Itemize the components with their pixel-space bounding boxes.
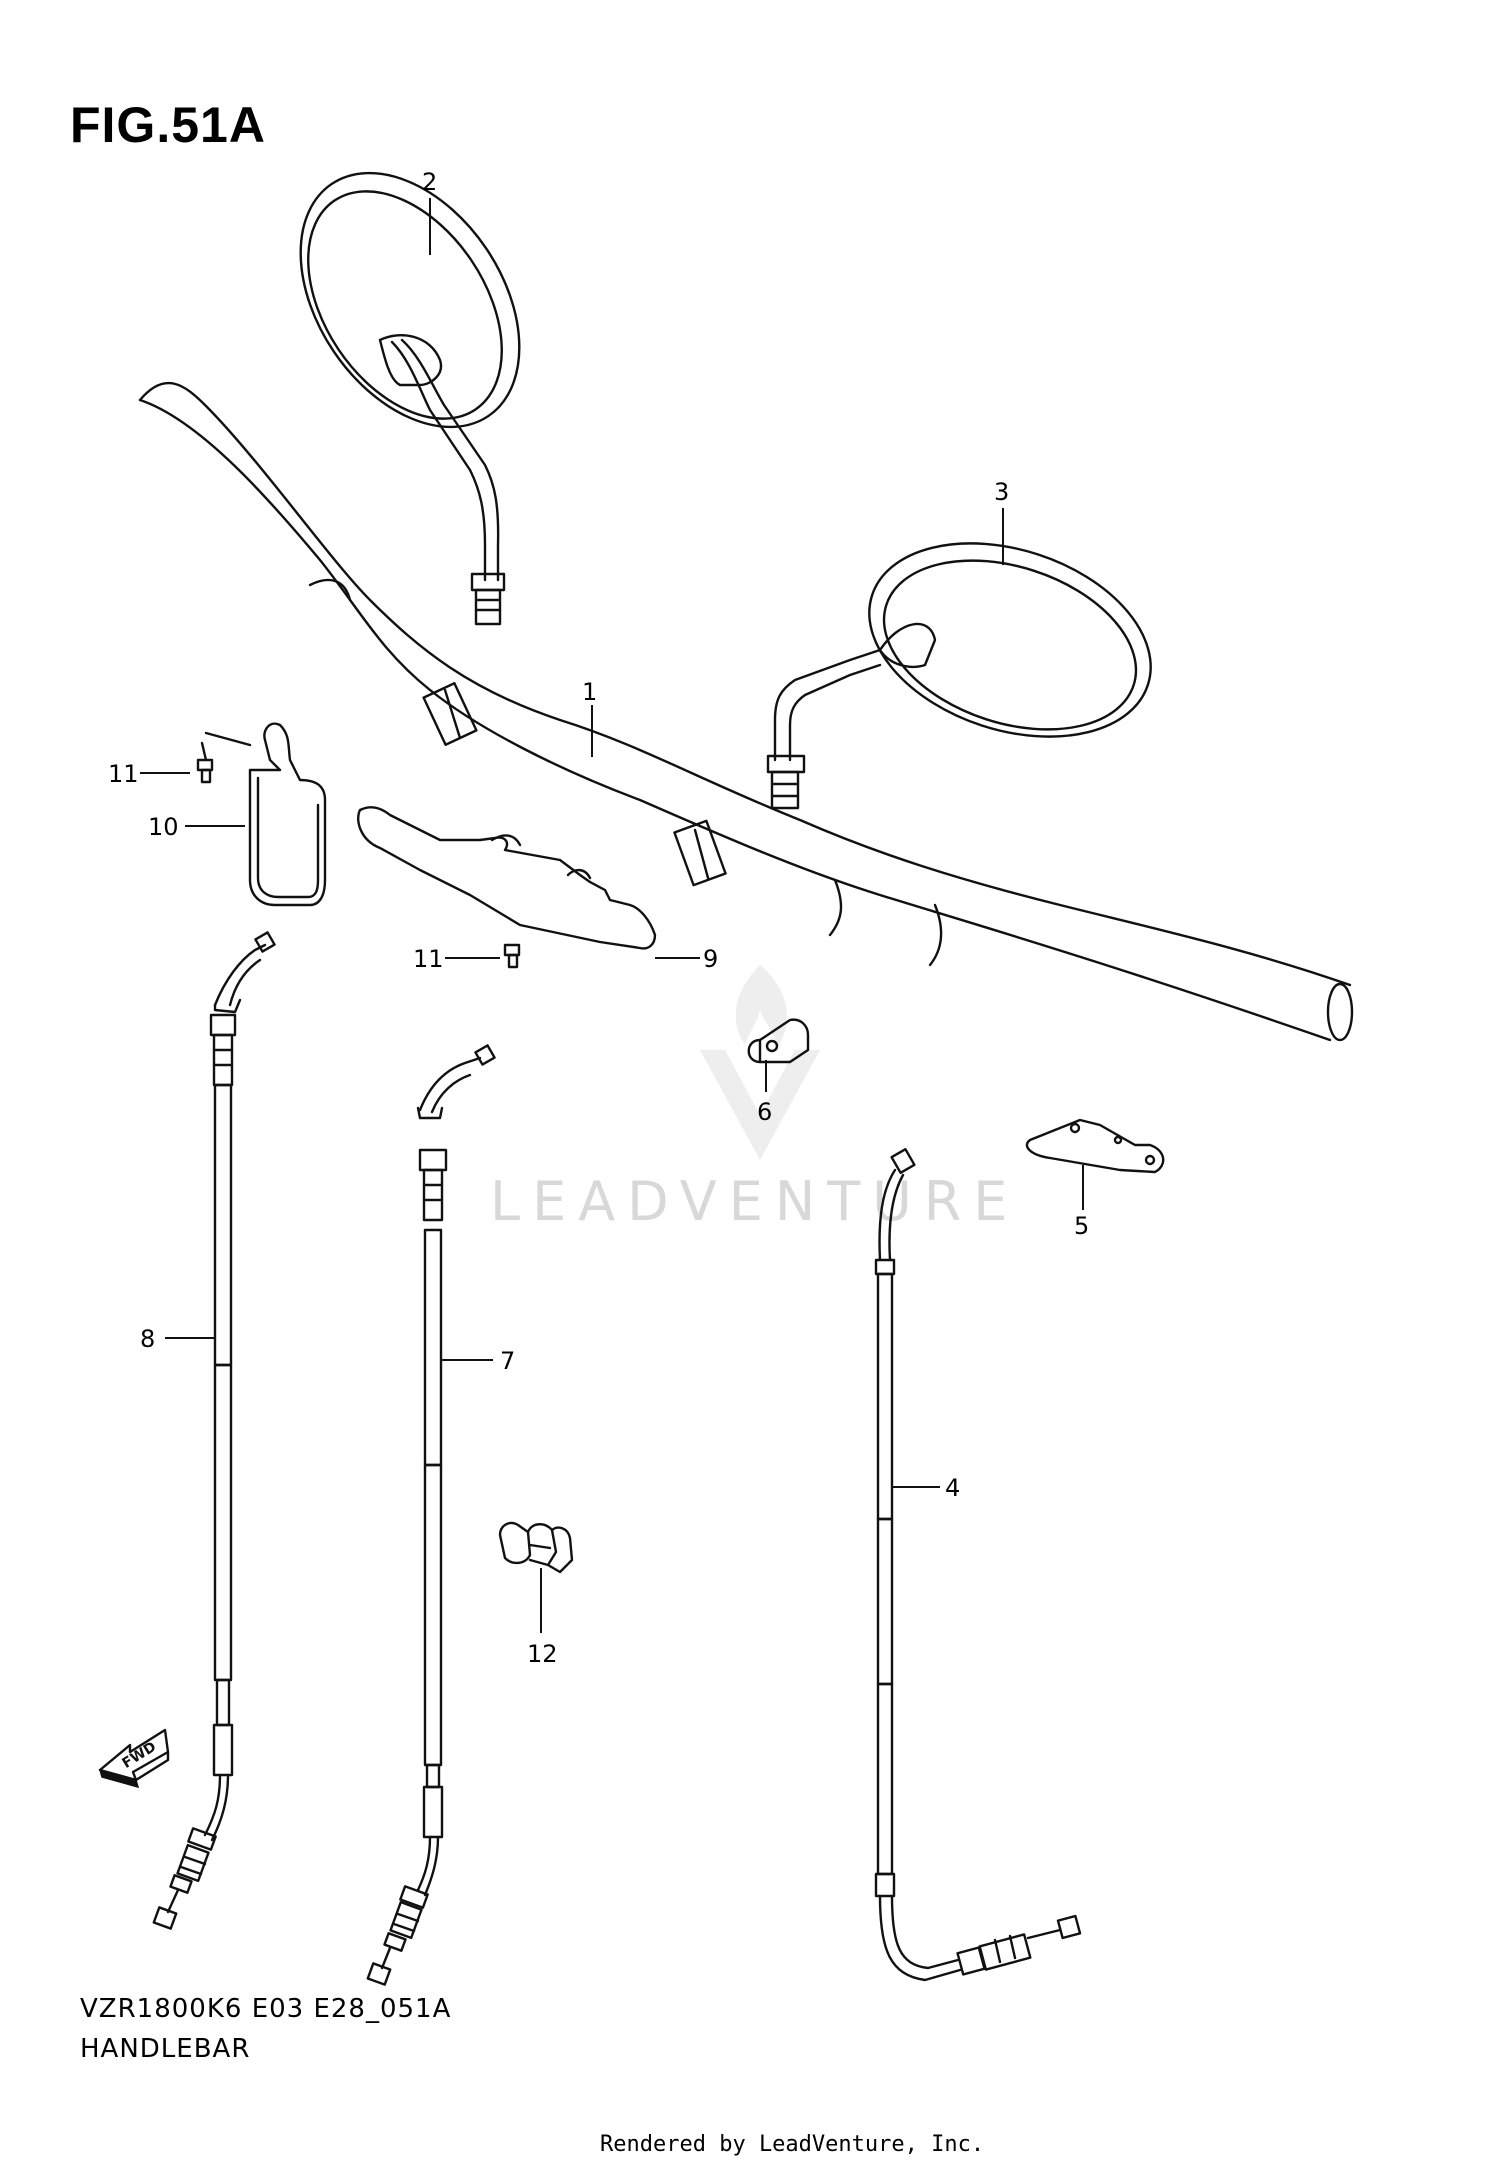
callout-9: 9 — [703, 945, 718, 973]
handlebar-part-1[interactable] — [138, 381, 1354, 1042]
bolt-part-11-upper[interactable] — [196, 731, 252, 784]
bolt-part-11-lower[interactable] — [503, 943, 521, 969]
figure-name: HANDLEBAR — [80, 2034, 251, 2064]
callout-2: 2 — [422, 168, 437, 196]
forward-arrow-icon: FWD — [98, 1728, 170, 1789]
right-mirror-part-3[interactable] — [766, 510, 1176, 810]
callout-3: 3 — [994, 478, 1009, 506]
leader-lines — [140, 198, 1084, 1633]
cable-holder-part-10[interactable] — [248, 722, 327, 907]
callout-5: 5 — [1074, 1212, 1089, 1240]
callout-1: 1 — [582, 678, 597, 706]
callout-11-lower: 11 — [413, 945, 444, 973]
clamp-part-6[interactable] — [747, 1018, 810, 1064]
callout-8: 8 — [140, 1325, 155, 1353]
leadventure-watermark: LEADVENTURE — [490, 1170, 1020, 1233]
clip-part-12[interactable] — [498, 1521, 574, 1574]
callout-4: 4 — [945, 1474, 960, 1502]
callout-11-upper: 11 — [108, 760, 139, 788]
clutch-cable-part-4[interactable] — [874, 1148, 1082, 1982]
cover-plate-part-9[interactable] — [357, 806, 657, 950]
watermark-logo — [700, 965, 820, 1160]
figure-code: VZR1800K6 E03 E28_051A — [80, 1994, 452, 2024]
left-mirror-part-2[interactable] — [255, 132, 564, 626]
callout-6: 6 — [757, 1098, 772, 1126]
callout-10: 10 — [148, 813, 179, 841]
throttle-cable-part-7[interactable] — [366, 1044, 496, 1986]
rendered-by-credit: Rendered by LeadVenture, Inc. — [600, 2132, 985, 2157]
bracket-part-5[interactable] — [1025, 1118, 1165, 1174]
throttle-cable-part-8[interactable] — [152, 931, 276, 1930]
figure-title: FIG.51A — [70, 97, 266, 153]
callout-7: 7 — [500, 1347, 515, 1375]
callout-12: 12 — [527, 1640, 558, 1668]
